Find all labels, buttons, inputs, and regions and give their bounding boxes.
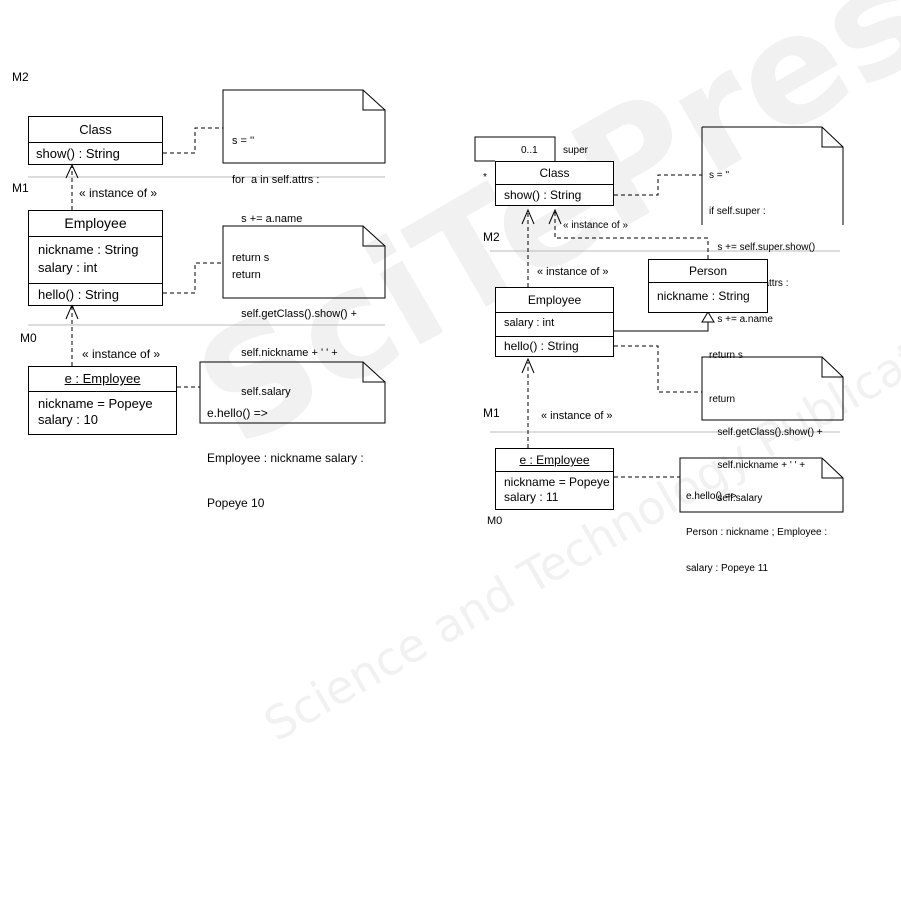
employee-note-right: return self.getClass().show() + self.nic… — [709, 372, 823, 515]
e-note: e.hello() => Employee : nickname salary … — [207, 376, 364, 526]
employee-box-right: Employee salary : int hello() : String — [495, 287, 614, 357]
instance-of-label: « instance of » — [563, 220, 629, 231]
e-employee-box: e : Employee nickname = Popeye salary : … — [28, 366, 177, 435]
note-line: s = '' — [709, 170, 730, 181]
note-line: self.getClass().show() + — [232, 308, 358, 320]
instance-of-label: « instance of » — [541, 410, 613, 422]
generalization-triangle — [701, 311, 715, 323]
note-line: self.salary — [232, 386, 291, 398]
class-note-shape — [222, 89, 386, 164]
e-employee-title: e : Employee — [64, 371, 141, 386]
note-line: self.nickname + ' ' + — [232, 347, 338, 359]
class-note: s = '' for a in self.attrs : s += a.name… — [232, 109, 319, 278]
employee-note-link — [163, 262, 223, 294]
level-label-m1: M1 — [12, 181, 29, 195]
note-line: self.getClass().show() + — [709, 427, 823, 438]
level-label-m0-right: M0 — [487, 515, 503, 527]
generalization-line — [614, 322, 709, 332]
class-box-right: Class show() : String — [495, 161, 614, 206]
instance-of-label: « instance of » — [82, 347, 161, 361]
person-title: Person — [688, 264, 728, 278]
level-label-m0: M0 — [20, 331, 37, 345]
e-attr-nickname-right: nickname = Popeye — [504, 475, 610, 489]
class-operation-right: show() : String — [496, 184, 613, 205]
employee-note-shape — [222, 225, 386, 299]
person-box: Person nickname : String — [648, 259, 768, 313]
instance-arrowhead-1 — [65, 163, 79, 179]
class-note-link-right — [614, 174, 702, 196]
note-line: for a in self.attrs : — [232, 174, 320, 186]
person-instance-arrow — [554, 212, 709, 259]
class-operation: show() : String — [29, 142, 162, 164]
level-label-m2: M2 — [12, 70, 29, 84]
employee-operation-right: hello() : String — [496, 336, 613, 356]
employee-attributes: nickname : String salary : int — [29, 236, 162, 283]
employee-note: return self.getClass().show() + self.nic… — [232, 243, 357, 412]
employee-title: Employee — [64, 215, 127, 231]
note-line: return — [709, 394, 736, 405]
employee-attribute-right: salary : int — [496, 312, 613, 336]
note-line: self.salary — [709, 493, 763, 504]
note-line: self.nickname + ' ' + — [709, 460, 806, 471]
instance-of-label: « instance of » — [79, 186, 158, 200]
super-association — [474, 136, 556, 162]
note-line: s += self.super.show() — [709, 242, 816, 253]
e-note-shape-right — [679, 457, 844, 513]
note-line: return s — [709, 350, 743, 361]
e-note-shape — [199, 361, 386, 424]
employee-box: Employee nickname : String salary : int … — [28, 210, 163, 306]
employee-note-link-right — [614, 345, 702, 393]
e-note-right: e.hello() => Person : nickname ; Employe… — [686, 467, 827, 587]
employee-operation: hello() : String — [29, 283, 162, 305]
note-line: if self.super : — [709, 206, 766, 217]
class-note-shape-right — [702, 126, 844, 225]
note-line: s += a.name — [232, 213, 303, 225]
class-title: Class — [79, 122, 112, 137]
class-note-link — [163, 127, 223, 154]
instance-of-label: « instance of » — [537, 266, 609, 278]
e-attr-salary: salary : 10 — [38, 412, 98, 427]
note-line: e.hello() => — [686, 491, 737, 502]
note-line: return s — [232, 252, 270, 264]
note-line: Popeye 10 — [207, 496, 265, 510]
note-line: Person : nickname ; Employee : — [686, 527, 828, 538]
note-line: salary : Popeye 11 — [686, 563, 769, 574]
e-attr-nickname: nickname = Popeye — [38, 396, 153, 411]
employee-note-shape-right — [701, 356, 844, 421]
e-employee-attributes: nickname = Popeye salary : 10 — [29, 391, 176, 428]
e-attr-salary-right: salary : 11 — [504, 490, 559, 504]
note-line: s += a.name — [709, 314, 773, 325]
e-employee-box-right: e : Employee nickname = Popeye salary : … — [495, 448, 614, 510]
employee-title-right: Employee — [527, 293, 582, 307]
note-line: return — [232, 269, 261, 281]
super-multiplicity: 0..1 — [521, 145, 538, 156]
person-attribute: nickname : String — [649, 282, 767, 303]
class-box: Class show() : String — [28, 116, 163, 165]
note-line: s = '' — [232, 135, 255, 147]
star-multiplicity: * — [483, 172, 487, 183]
super-role-label: super — [563, 145, 589, 156]
e-employee-attributes-right: nickname = Popeye salary : 11 — [496, 471, 613, 505]
employee-attr-salary: salary : int — [38, 260, 98, 275]
class-title-right: Class — [539, 166, 570, 180]
level-label-m1-right: M1 — [483, 406, 500, 420]
note-line: e.hello() => — [207, 406, 268, 420]
employee-attr-nickname: nickname : String — [38, 242, 139, 257]
e-employee-title-right: e : Employee — [519, 453, 590, 467]
note-line: Employee : nickname salary : — [207, 451, 364, 465]
level-label-m2-right: M2 — [483, 230, 500, 244]
